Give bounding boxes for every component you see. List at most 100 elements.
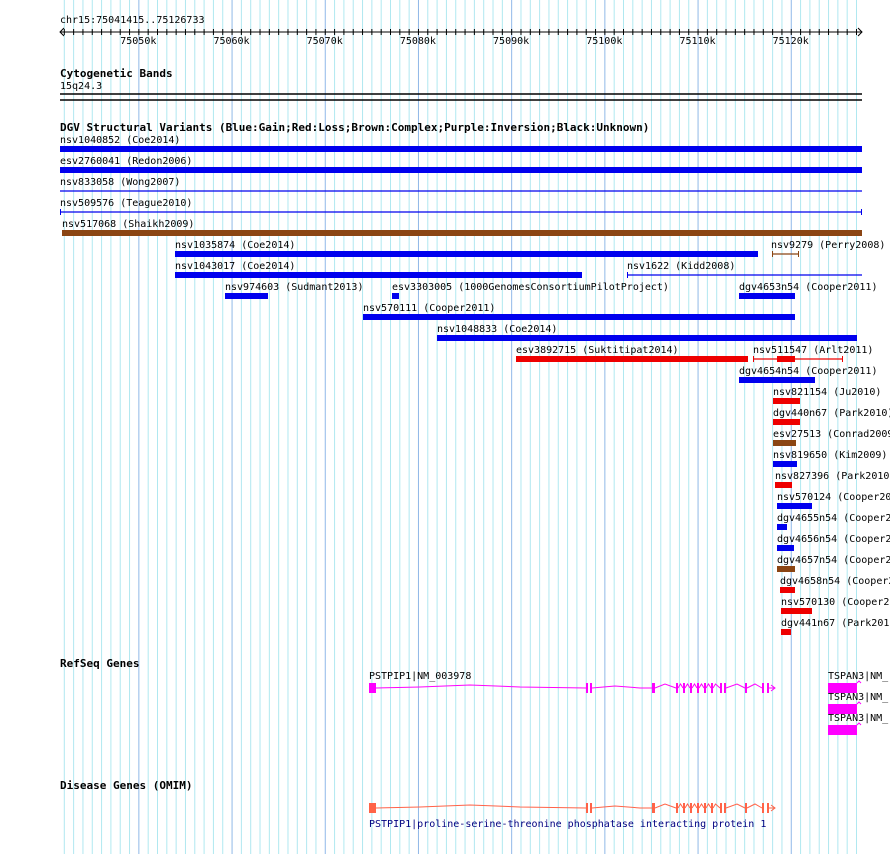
pstpip1-refseq-exon[interactable] — [767, 683, 769, 693]
variant-label[interactable]: dgv4657n54 (Cooper2011) — [777, 555, 890, 566]
variant-bar[interactable] — [739, 293, 795, 299]
pstpip1-refseq-exon[interactable] — [676, 683, 678, 693]
variant-bar[interactable] — [773, 398, 800, 404]
variant-label[interactable]: nsv9279 (Perry2008) — [771, 240, 886, 251]
variant-bar[interactable] — [777, 545, 794, 551]
ruler-tick-label: 75090k — [493, 36, 530, 47]
tspan3-intron — [856, 722, 862, 726]
variant-label[interactable]: dgv440n67 (Park2010) — [773, 408, 890, 419]
tspan3-transcript[interactable] — [828, 725, 857, 735]
ruler-tick-label: 75100k — [586, 36, 623, 47]
pstpip1-refseq-exon[interactable] — [762, 683, 764, 693]
pstpip1-omim-exon[interactable] — [697, 803, 699, 813]
variant-bar[interactable] — [773, 440, 796, 446]
variant-label[interactable]: esv2760041 (Redon2006) — [60, 156, 193, 167]
pstpip1-refseq-exon[interactable] — [704, 683, 706, 693]
pstpip1-omim-exon[interactable] — [745, 803, 747, 813]
tspan3-transcript[interactable] — [828, 683, 857, 693]
variant-label[interactable]: esv3303005 (1000GenomesConsortiumPilotPr… — [392, 282, 669, 293]
variant-bar[interactable] — [780, 587, 795, 593]
variant-label[interactable]: esv3892715 (Suktitipat2014) — [516, 345, 679, 356]
pstpip1-refseq-exon[interactable] — [590, 683, 592, 693]
variant-bar[interactable] — [775, 482, 792, 488]
variant-bar[interactable] — [225, 293, 268, 299]
variant-label[interactable]: nsv517068 (Shaikh2009) — [62, 219, 195, 230]
variant-bar[interactable] — [437, 335, 857, 341]
variant-label[interactable]: nsv1040852 (Coe2014) — [60, 135, 181, 146]
variant-label[interactable]: dgv4654n54 (Cooper2011) — [739, 366, 878, 377]
tspan3-intron — [856, 701, 862, 705]
variant-bar[interactable] — [773, 419, 800, 425]
pstpip1-omim-exon[interactable] — [767, 803, 769, 813]
variant-label[interactable]: dgv4655n54 (Cooper2011) — [777, 513, 890, 524]
variant-bar[interactable] — [175, 251, 758, 257]
pstpip1-omim-exon[interactable] — [720, 803, 722, 813]
refseq-gene-label[interactable]: TSPAN3|NM_ — [828, 671, 889, 682]
pstpip1-refseq-exon[interactable] — [720, 683, 722, 693]
variant-label[interactable]: nsv1622 (Kidd2008) — [627, 261, 736, 272]
variant-label[interactable]: nsv1035874 (Coe2014) — [175, 240, 296, 251]
omim-gene-label[interactable]: PSTPIP1|proline-serine-threonine phospha… — [369, 819, 767, 830]
variant-label[interactable]: dgv4653n54 (Cooper2011) — [739, 282, 878, 293]
pstpip1-omim-exon[interactable] — [652, 803, 655, 813]
variant-label[interactable]: dgv4658n54 (Cooper2011) — [780, 576, 890, 587]
variant-label[interactable]: nsv570130 (Cooper2011) — [781, 597, 890, 608]
variant-bar[interactable] — [516, 356, 748, 362]
refseq-gene-label[interactable]: TSPAN3|NM_ — [828, 692, 889, 703]
variant-label[interactable]: nsv1043017 (Coe2014) — [175, 261, 296, 272]
variant-bar[interactable] — [781, 608, 812, 614]
variant-label[interactable]: nsv974603 (Sudmant2013) — [225, 282, 364, 293]
pstpip1-refseq-exon[interactable] — [586, 683, 588, 693]
variant-bar[interactable] — [781, 629, 791, 635]
pstpip1-refseq-exon[interactable] — [683, 683, 685, 693]
variant-label[interactable]: nsv511547 (Arlt2011) — [753, 345, 874, 356]
pstpip1-refseq-exon[interactable] — [724, 683, 726, 693]
pstpip1-omim-exon[interactable] — [586, 803, 588, 813]
tspan3-transcript[interactable] — [828, 704, 857, 714]
pstpip1-refseq-exon[interactable] — [369, 683, 376, 693]
variant-label[interactable]: nsv827396 (Park2010) — [775, 471, 890, 482]
variant-bar[interactable] — [773, 461, 797, 467]
variant-label[interactable]: dgv4656n54 (Cooper2011) — [777, 534, 890, 545]
variant-label[interactable]: nsv819650 (Kim2009) — [773, 450, 888, 461]
variant-label[interactable]: nsv570111 (Cooper2011) — [363, 303, 496, 314]
pstpip1-omim-exon[interactable] — [590, 803, 592, 813]
pstpip1-omim-exon[interactable] — [704, 803, 706, 813]
variant-bar[interactable] — [62, 230, 862, 236]
variant-bar[interactable] — [777, 524, 787, 530]
refseq-gene-label[interactable]: TSPAN3|NM_ — [828, 713, 889, 724]
tspan3-intron — [856, 680, 862, 684]
pstpip1-refseq-exon[interactable] — [745, 683, 747, 693]
pstpip1-omim-exon[interactable] — [724, 803, 726, 813]
pstpip1-refseq-intron — [684, 683, 691, 689]
variant-bar[interactable] — [60, 167, 862, 173]
pstpip1-omim-exon[interactable] — [690, 803, 692, 813]
pstpip1-omim-exon[interactable] — [676, 803, 678, 813]
variant-bar[interactable] — [777, 356, 795, 362]
variant-bar[interactable] — [60, 146, 862, 152]
pstpip1-omim-exon[interactable] — [683, 803, 685, 813]
variant-label[interactable]: nsv570124 (Cooper2011) — [777, 492, 890, 503]
variant-label[interactable]: dgv441n67 (Park2010) — [781, 618, 890, 629]
pstpip1-refseq-exon[interactable] — [697, 683, 699, 693]
pstpip1-omim-exon[interactable] — [711, 803, 713, 813]
pstpip1-refseq-exon[interactable] — [711, 683, 713, 693]
pstpip1-refseq-exon[interactable] — [652, 683, 655, 693]
pstpip1-refseq-exon[interactable] — [690, 683, 692, 693]
variant-bar[interactable] — [777, 566, 795, 572]
variant-label[interactable]: nsv1048833 (Coe2014) — [437, 324, 558, 335]
variant-label[interactable]: esv27513 (Conrad2009) — [773, 429, 890, 440]
variant-label[interactable]: nsv821154 (Ju2010) — [773, 387, 882, 398]
variant-bar[interactable] — [392, 293, 399, 299]
variant-bar[interactable] — [175, 272, 582, 278]
refseq-gene-label[interactable]: PSTPIP1|NM_003978 — [369, 671, 472, 682]
ruler-tick-label: 75120k — [772, 36, 809, 47]
variant-label[interactable]: nsv509576 (Teague2010) — [60, 198, 193, 209]
variant-label[interactable]: nsv833058 (Wong2007) — [60, 177, 181, 188]
pstpip1-omim-exon[interactable] — [762, 803, 764, 813]
variant-bar[interactable] — [739, 377, 815, 383]
variant-bar[interactable] — [363, 314, 795, 320]
pstpip1-omim-exon[interactable] — [369, 803, 376, 813]
variant-bar[interactable] — [777, 503, 812, 509]
